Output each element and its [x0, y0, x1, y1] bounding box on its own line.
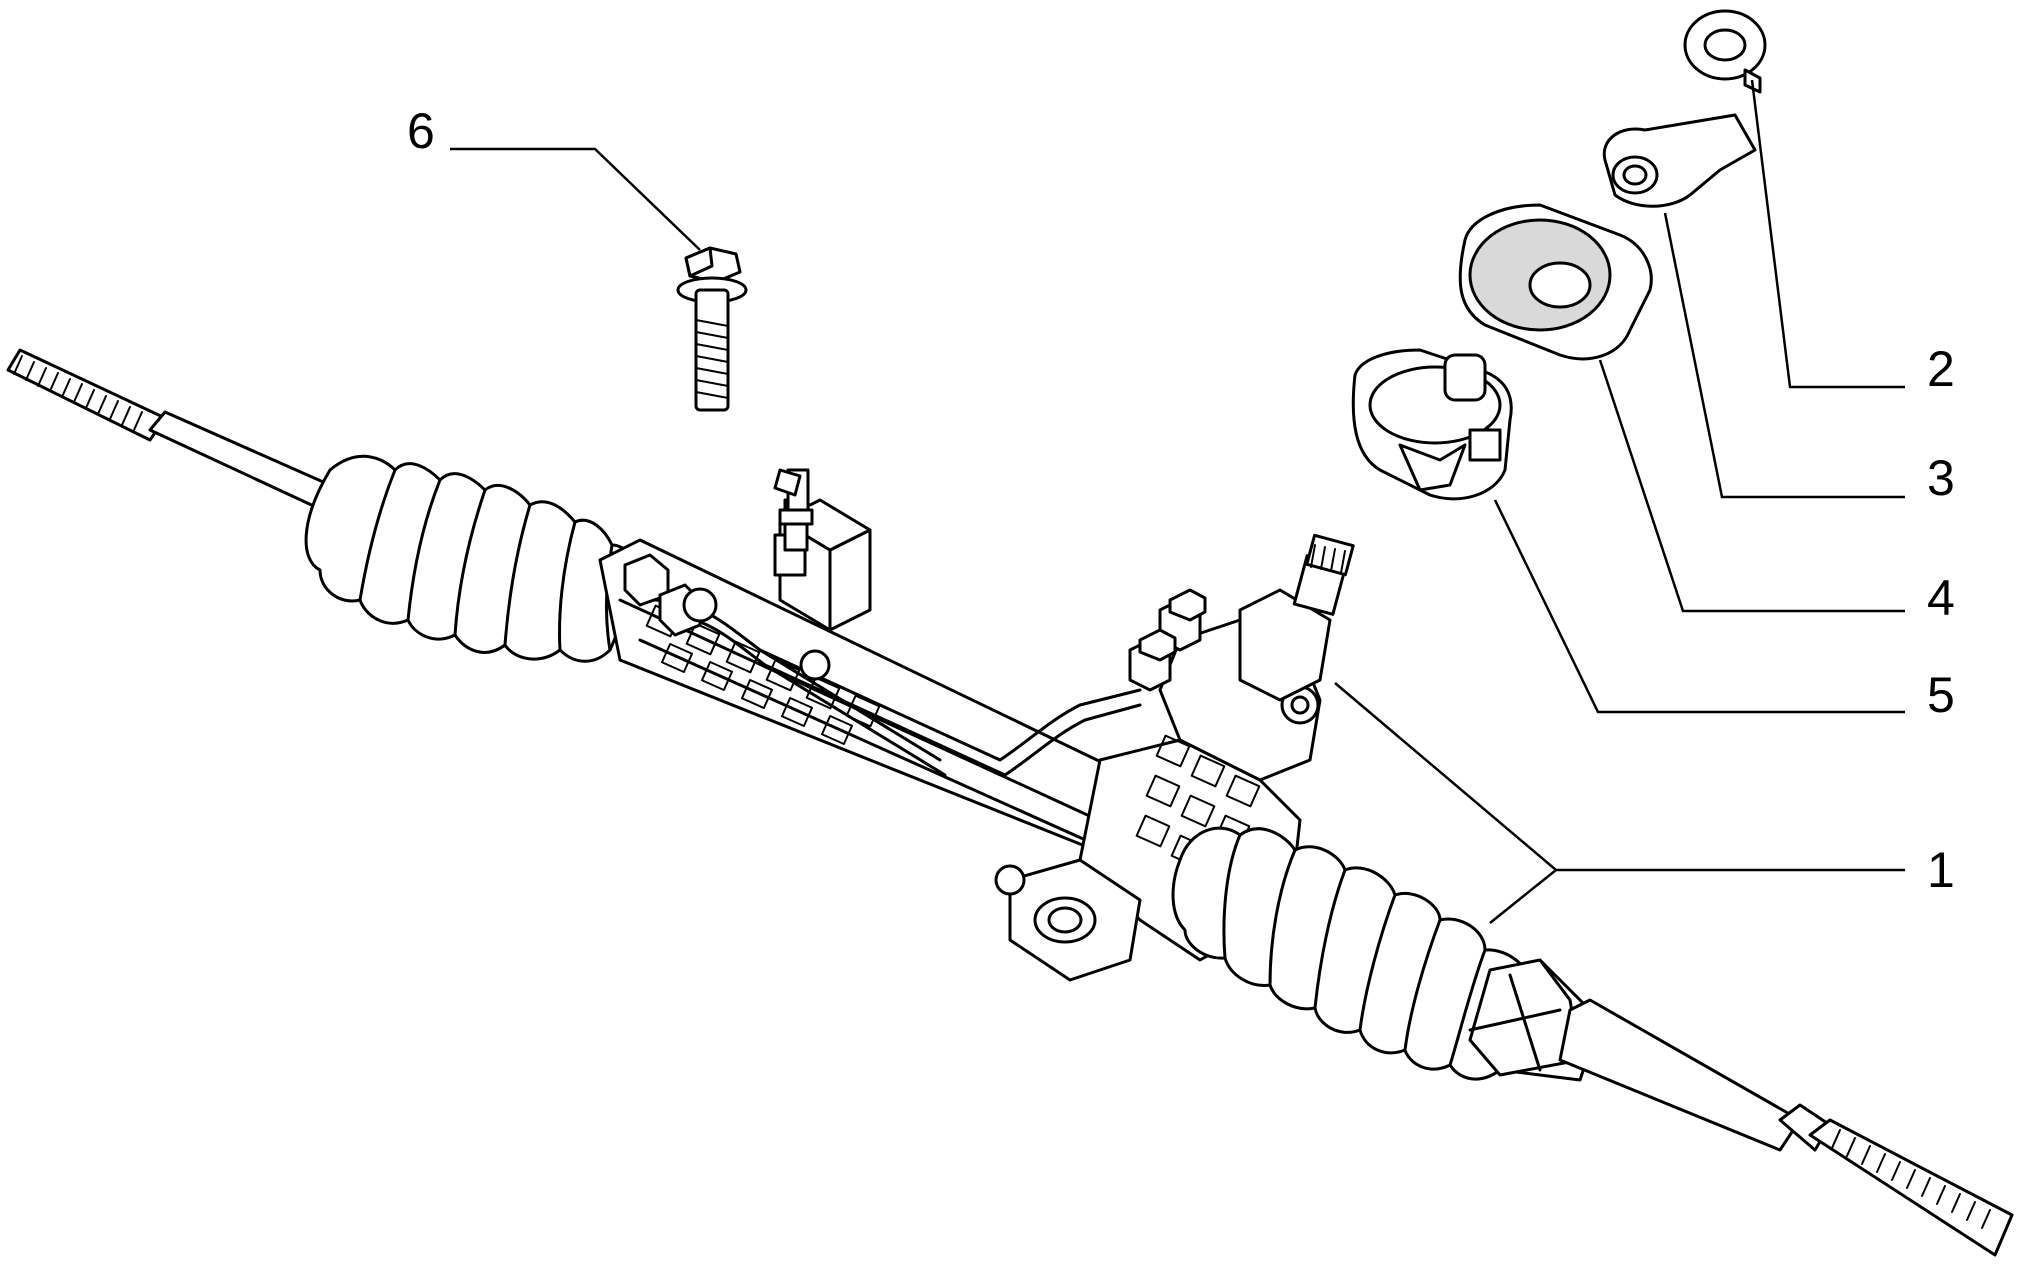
leader-2	[1750, 79, 1905, 389]
leader-5	[1493, 499, 1905, 714]
leader-4	[1598, 359, 1905, 613]
callout-2: 2	[1927, 341, 1955, 397]
right-tie-rod	[1558, 998, 2014, 1257]
pipe-fitting-left	[623, 553, 718, 637]
leader-3	[1663, 212, 1905, 499]
clamp-ring-icon	[1683, 9, 1767, 94]
steering-rack-assembly-icon	[6, 348, 2014, 1257]
callout-6: 6	[407, 103, 435, 159]
mounting-bracket-icon	[1602, 113, 1757, 208]
leader-lines	[450, 79, 1905, 924]
leader-1	[1334, 682, 1905, 924]
leader-6	[450, 147, 701, 251]
callout-1: 1	[1927, 842, 1955, 898]
rack-mount-icon	[1351, 348, 1513, 501]
callout-3: 3	[1927, 450, 1955, 506]
rubber-bushing-icon	[1458, 203, 1653, 361]
right-bellows-boot	[1171, 826, 1602, 1082]
flange-bolt-icon	[676, 246, 748, 412]
rack-housing	[598, 538, 1182, 862]
left-bellows-boot	[304, 454, 642, 663]
left-tie-rod	[6, 348, 332, 510]
callout-5: 5	[1927, 667, 1955, 723]
mounting-stud	[773, 468, 872, 681]
callout-4: 4	[1927, 570, 1955, 626]
callout-labels: 6 2 3 4 5 1	[407, 103, 1955, 898]
